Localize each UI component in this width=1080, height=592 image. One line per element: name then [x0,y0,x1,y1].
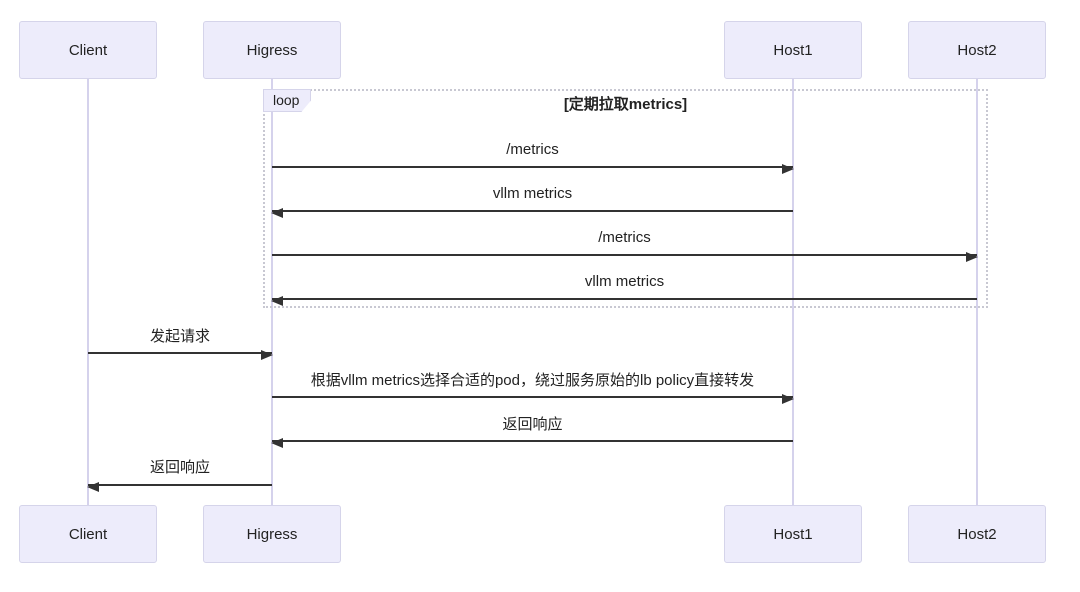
loop-label: loop [263,89,311,112]
actor-label: Host2 [957,525,997,543]
message-label: /metrics [506,141,559,158]
lifeline-higress [271,79,273,505]
actor-bottom-host2: Host2 [908,505,1046,563]
arrow-head-icon [261,350,273,360]
actor-top-client: Client [19,21,157,79]
message-label: vllm metrics [492,185,573,202]
message-arrow [88,350,273,360]
actor-label: Host2 [957,41,997,59]
message-arrow [272,394,794,404]
actor-bottom-client: Client [19,505,157,563]
message-label: vllm metrics [584,273,665,290]
arrow-head-icon [271,296,283,306]
message-label: 返回响应 [149,459,210,476]
actor-bottom-host1: Host1 [724,505,862,563]
message-arrow [87,482,272,492]
message-label: 发起请求 [149,328,210,345]
actor-label: Higress [246,525,298,543]
message-arrow [272,164,794,174]
actor-top-host1: Host1 [724,21,862,79]
actor-top-higress: Higress [203,21,341,79]
message-arrow [271,438,793,448]
arrow-head-icon [782,394,794,404]
actor-label: Client [68,525,108,543]
message-arrow [271,296,977,306]
actor-bottom-higress: Higress [203,505,341,563]
message-arrow [271,208,793,218]
message-label: /metrics [598,229,651,246]
actor-label: Host1 [773,525,813,543]
message-label: 根据vllm metrics选择合适的pod，绕过服务原始的lb policy直… [310,372,755,389]
arrow-head-icon [271,438,283,448]
lifeline-client [87,79,89,505]
lifeline-host2 [976,79,978,505]
actor-label: Higress [246,41,298,59]
arrow-head-icon [966,252,978,262]
message-arrow [272,252,978,262]
arrow-head-icon [87,482,99,492]
loop-frame [263,89,988,308]
actor-label: Host1 [773,41,813,59]
lifeline-host1 [792,79,794,505]
message-label: 返回响应 [502,416,563,433]
actor-label: Client [68,41,108,59]
loop-condition: [定期拉取metrics] [563,96,688,113]
actor-top-host2: Host2 [908,21,1046,79]
arrow-head-icon [782,164,794,174]
arrow-head-icon [271,208,283,218]
